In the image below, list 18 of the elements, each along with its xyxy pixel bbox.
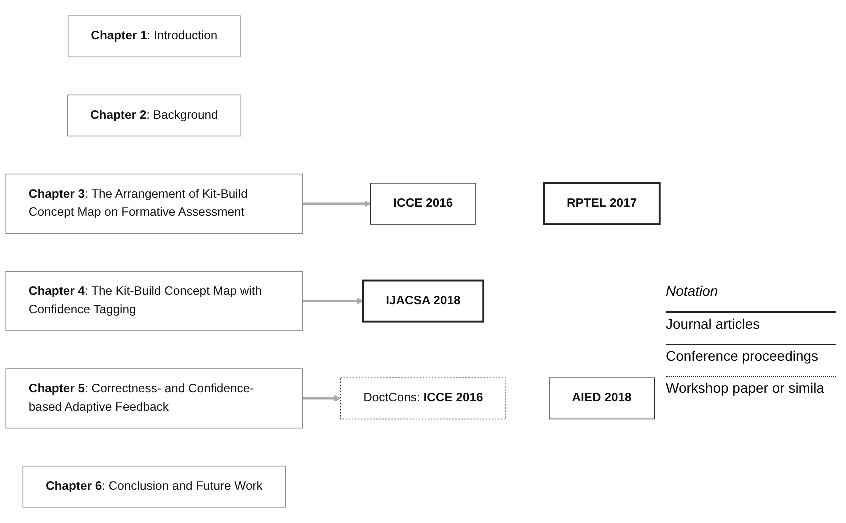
arrow bbox=[302, 395, 342, 402]
node-box: Chapter 4: The Kit-Build Concept Map with Confidence Tagging bbox=[6, 271, 304, 332]
node-box: Chapter 6: Conclusion and Future Work bbox=[22, 466, 286, 508]
node-box: AIED 2018 bbox=[549, 377, 655, 420]
node-box: Chapter 3: The Arrangement of Kit-Build Concept Map on Formative Assessment bbox=[6, 174, 304, 234]
node-box: Chapter 1: Introduction bbox=[68, 15, 241, 58]
node-box: DoctCons: ICCE 2016 bbox=[340, 377, 506, 420]
node-box: RPTEL 2017 bbox=[543, 182, 661, 226]
legend-heading: Notation bbox=[666, 282, 720, 301]
arrow bbox=[302, 200, 372, 208]
node-box: Chapter 5: Correctness- and Confidence-based Adaptive Feedback bbox=[6, 368, 304, 428]
node-box: Chapter 2: Background bbox=[67, 94, 242, 136]
legend-text: Conference proceedings bbox=[666, 347, 820, 366]
node-box: IJACSA 2018 bbox=[362, 280, 485, 323]
legend-text: Journal articles bbox=[666, 315, 762, 334]
legend-text: Workshop paper or simila bbox=[666, 379, 826, 398]
node-box: ICCE 2016 bbox=[370, 182, 476, 225]
arrow bbox=[302, 298, 364, 304]
